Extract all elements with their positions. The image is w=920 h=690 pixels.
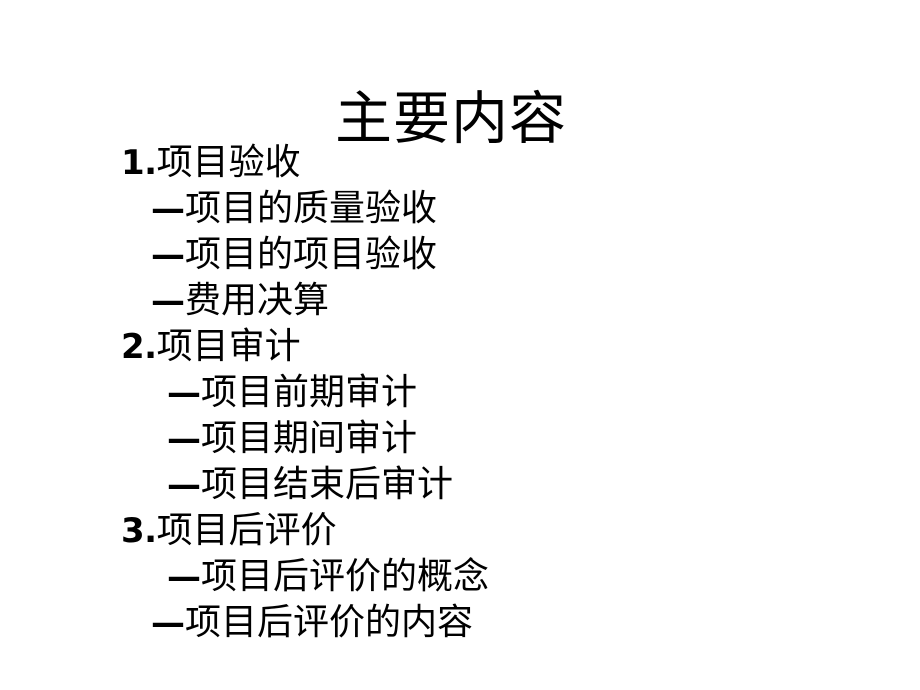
outline-item-label: 项目审计 [156, 326, 301, 367]
outline-subitem-label: 项目后评价的概念 [201, 556, 490, 597]
outline-item-3: 3.项目后评价 [0, 508, 920, 554]
list-number-marker: 1. [121, 143, 157, 183]
slide-outline-list: 1.项目验收 —项目的质量验收 —项目的项目验收 —费用决算 2.项目审计 —项… [0, 140, 920, 646]
outline-subitem-label: 项目的质量验收 [185, 188, 438, 229]
em-dash-marker: — [167, 373, 201, 413]
outline-subitem-label: 费用决算 [185, 280, 330, 321]
outline-subitem-1-3: —费用决算 [0, 278, 920, 324]
em-dash-marker: — [167, 419, 201, 459]
em-dash-marker: — [167, 465, 201, 505]
outline-item-label: 项目验收 [156, 142, 301, 183]
em-dash-marker: — [151, 235, 185, 275]
outline-subitem-1-1: —项目的质量验收 [0, 186, 920, 232]
outline-subitem-3-2: —项目后评价的内容 [0, 600, 920, 646]
em-dash-marker: — [167, 557, 201, 597]
em-dash-marker: — [151, 281, 185, 321]
outline-subitem-label: 项目前期审计 [201, 372, 418, 413]
list-number-marker: 2. [121, 327, 157, 367]
outline-item-label: 项目后评价 [156, 510, 337, 551]
outline-subitem-label: 项目后评价的内容 [185, 602, 474, 643]
outline-subitem-2-3: —项目结束后审计 [0, 462, 920, 508]
outline-subitem-label: 项目结束后审计 [201, 464, 454, 505]
list-number-marker: 3. [121, 511, 157, 551]
em-dash-marker: — [151, 189, 185, 229]
outline-item-1: 1.项目验收 [0, 140, 920, 186]
em-dash-marker: — [151, 603, 185, 643]
outline-subitem-1-2: —项目的项目验收 [0, 232, 920, 278]
outline-subitem-label: 项目的项目验收 [185, 234, 438, 275]
outline-item-2: 2.项目审计 [0, 324, 920, 370]
outline-subitem-2-1: —项目前期审计 [0, 370, 920, 416]
outline-subitem-label: 项目期间审计 [201, 418, 418, 459]
slide-title: 主要内容 [335, 86, 567, 152]
outline-subitem-3-1: —项目后评价的概念 [0, 554, 920, 600]
outline-subitem-2-2: —项目期间审计 [0, 416, 920, 462]
